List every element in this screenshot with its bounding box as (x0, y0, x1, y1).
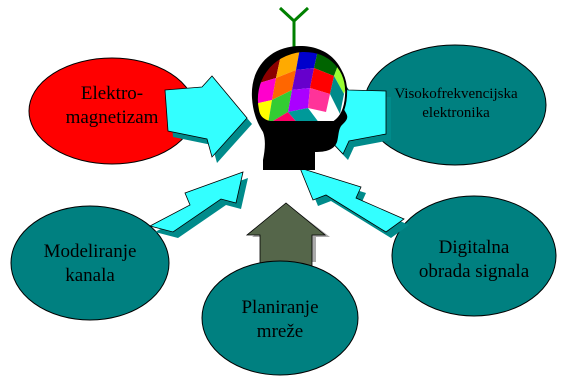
label-modeliranje-line1: Modeliranje (43, 241, 137, 262)
label-modeliranje: Modeliranje kanala (30, 240, 150, 288)
arrow-lower-right (299, 167, 409, 238)
label-planiranje-line2: mreže (256, 320, 304, 342)
ellipse-modeliranje (10, 205, 170, 321)
label-visokofrekvencijska-line1: Visokofrekvencijska (394, 86, 518, 102)
head-with-colorful-brain-icon (251, 46, 348, 170)
label-planiranje-line1: Planiranje (241, 297, 319, 318)
label-digitalna-line2: obrada signala (418, 260, 530, 282)
ellipse-digitalna (391, 195, 557, 317)
label-planiranje: Planiranje mreže (222, 296, 338, 344)
label-digitalna: Digitalna obrada signala (404, 236, 544, 284)
label-modeliranje-line2: kanala (65, 264, 115, 286)
label-visokofrekvencijska: Visokofrekvencijska elektronika (376, 85, 536, 123)
label-elektromagnetizam-line1: Elektro- (80, 83, 144, 104)
ellipse-planiranje (201, 260, 359, 376)
arrow-lower-left (148, 171, 248, 238)
antenna-icon (278, 6, 310, 48)
arrow-upper-left (164, 75, 252, 163)
label-visokofrekvencijska-line2: elektronika (422, 104, 490, 121)
label-digitalna-line1: Digitalna (438, 237, 510, 258)
label-elektromagnetizam-line2: magnetizam (65, 106, 159, 128)
label-elektromagnetizam: Elektro- magnetizam (52, 82, 172, 130)
